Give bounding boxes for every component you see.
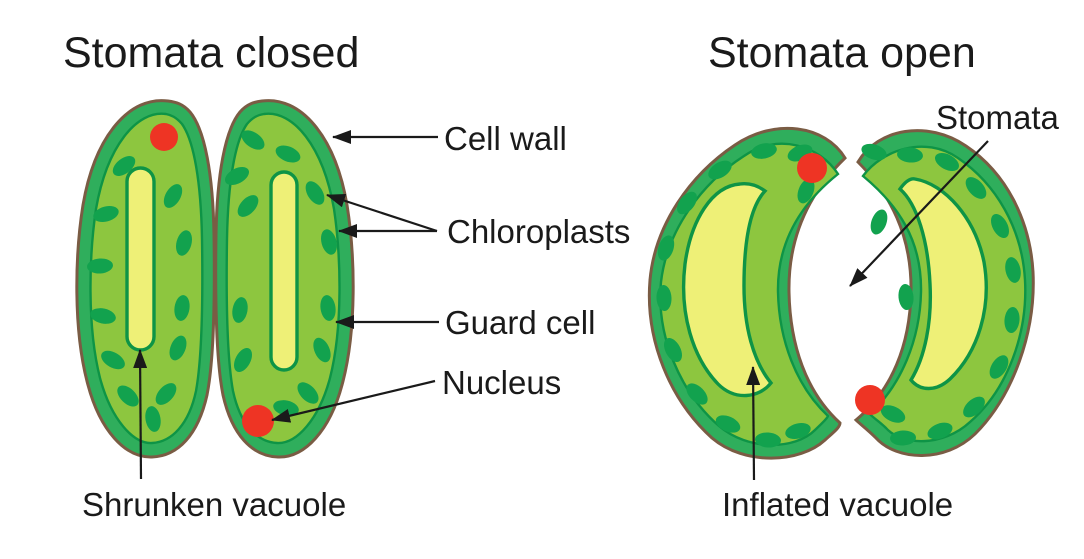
chloroplast [1005, 257, 1021, 283]
chloroplast [163, 184, 183, 208]
label-cell-wall: Cell wall [444, 120, 567, 157]
shrunken-vacuole-shape [125, 166, 156, 352]
label-nucleus: Nucleus [442, 364, 561, 401]
chloroplast [797, 178, 815, 204]
chloroplasts-callout: Chloroplasts [326, 193, 630, 250]
chloroplast [176, 230, 192, 256]
nucleus-shape [242, 405, 274, 437]
chloroplast [989, 355, 1009, 379]
chloroplast [677, 191, 697, 215]
chloroplast [117, 385, 139, 407]
chloroplast [87, 258, 113, 274]
closed-left-guard-cell [75, 99, 216, 459]
chloroplast [169, 335, 187, 361]
guard-cell-callout: Guard cell [335, 304, 595, 341]
label-shrunken-vacuole: Shrunken vacuole [82, 486, 346, 523]
chloroplasts-group [656, 143, 815, 448]
chloroplast [112, 156, 136, 176]
chloroplast [313, 337, 331, 363]
chloroplast [861, 143, 887, 161]
chloroplast [715, 415, 741, 433]
chloroplasts-group [87, 156, 192, 432]
panel-stomata-closed: Stomata closed [63, 29, 630, 523]
chloroplast [237, 195, 259, 217]
chloroplasts-group [861, 143, 1021, 446]
chloroplast [751, 143, 777, 159]
chloroplast [897, 147, 923, 163]
chloroplast [145, 406, 161, 432]
chloroplast [297, 382, 319, 404]
inflated-vacuole-shape [681, 182, 774, 398]
chloroplast [90, 308, 116, 324]
chloroplast [785, 423, 811, 439]
chloroplast [224, 166, 250, 186]
chloroplast [880, 405, 906, 423]
label-chloroplasts: Chloroplasts [447, 213, 630, 250]
nucleus-shape [150, 123, 178, 151]
closed-right-guard-cell [214, 99, 355, 459]
chloroplast [93, 206, 119, 222]
shrunken-vacuole-callout: Shrunken vacuole [82, 349, 346, 523]
chloroplast [321, 229, 337, 255]
chloroplasts-group [224, 130, 337, 416]
chloroplast [241, 130, 265, 150]
shrunken-vacuole-shape [269, 170, 299, 372]
open-left-guard-cell [647, 126, 847, 460]
open-right-guard-cell [853, 129, 1035, 457]
label-guard-cell: Guard cell [445, 304, 595, 341]
chloroplast [663, 337, 683, 363]
chloroplast [963, 396, 985, 418]
chloroplast [657, 235, 675, 261]
nucleus-shape [855, 385, 885, 415]
chloroplast [101, 350, 125, 370]
chloroplast [305, 181, 325, 205]
chloroplast [232, 297, 248, 323]
cell-wall-callout: Cell wall [332, 120, 567, 157]
chloroplast [1004, 307, 1020, 333]
chloroplast [898, 284, 914, 310]
nucleus-callout: Nucleus [271, 364, 561, 423]
chloroplast [934, 152, 960, 172]
chloroplast [233, 347, 253, 373]
stomata-callout: Stomata [849, 99, 1060, 287]
chloroplast [320, 295, 336, 321]
chloroplast [890, 430, 916, 446]
chloroplast [275, 145, 301, 163]
inflated-vacuole-callout: Inflated vacuole [722, 366, 953, 523]
chloroplast [965, 177, 987, 199]
chloroplast [686, 383, 708, 405]
chloroplast [927, 422, 953, 440]
chloroplast [174, 295, 190, 321]
chloroplast [870, 209, 888, 235]
chloroplast [155, 383, 177, 405]
label-stomata: Stomata [936, 99, 1060, 136]
chloroplast [755, 432, 781, 448]
inflated-vacuole-shape [897, 177, 988, 391]
chloroplast [656, 285, 672, 311]
panel-title-closed: Stomata closed [63, 29, 359, 77]
nucleus-shape [797, 153, 827, 183]
chloroplast [990, 213, 1010, 239]
panel-title-open: Stomata open [708, 29, 976, 77]
label-inflated-vacuole: Inflated vacuole [722, 486, 953, 523]
chloroplast [708, 160, 732, 180]
panel-stomata-open: Stomata open [647, 29, 1060, 523]
